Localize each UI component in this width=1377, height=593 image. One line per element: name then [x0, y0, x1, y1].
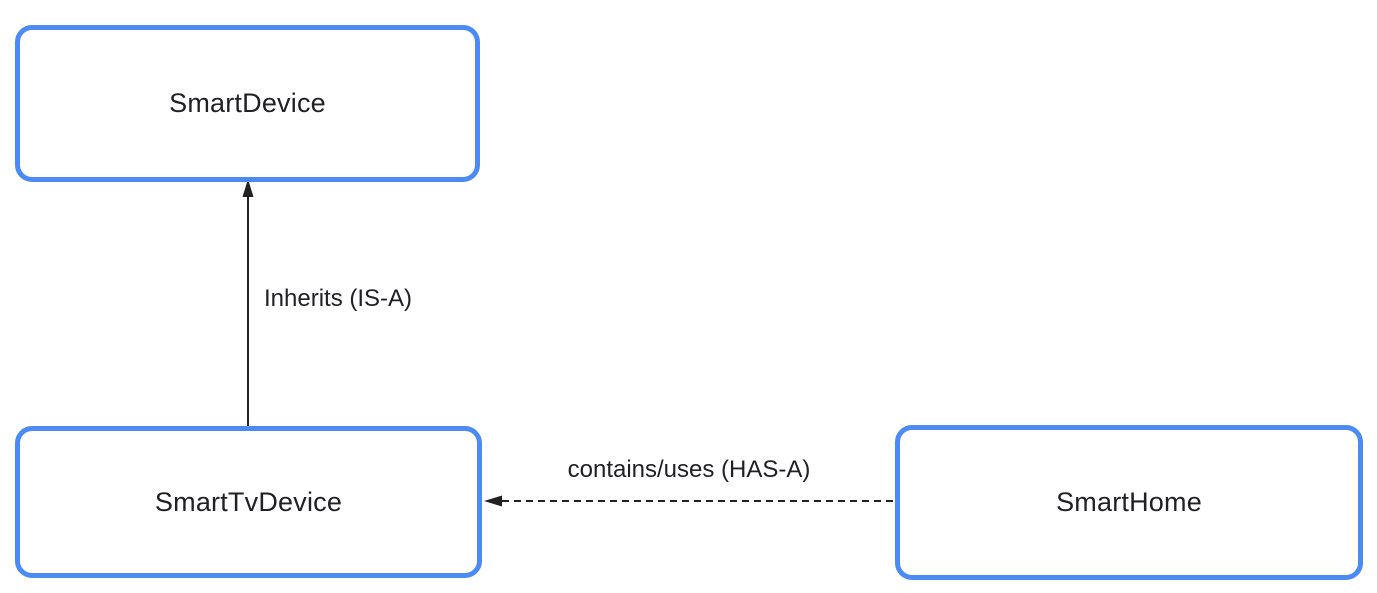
edge-label-contains: contains/uses (HAS-A) [567, 456, 811, 483]
edge-inherits-arrow [242, 179, 254, 426]
node-smart-device-label: SmartDevice [169, 88, 326, 118]
node-smart-home-label: SmartHome [1056, 487, 1202, 517]
node-smart-device: SmartDevice [15, 25, 480, 182]
node-smart-tv-device-label: SmartTvDevice [154, 486, 343, 517]
edge-contains-arrow [484, 495, 893, 507]
edge-label-inherits: Inherits (IS-A) [264, 285, 413, 312]
node-smart-home: SmartHome [895, 425, 1363, 580]
node-smart-tv-device: SmartTvDevice [15, 426, 482, 578]
